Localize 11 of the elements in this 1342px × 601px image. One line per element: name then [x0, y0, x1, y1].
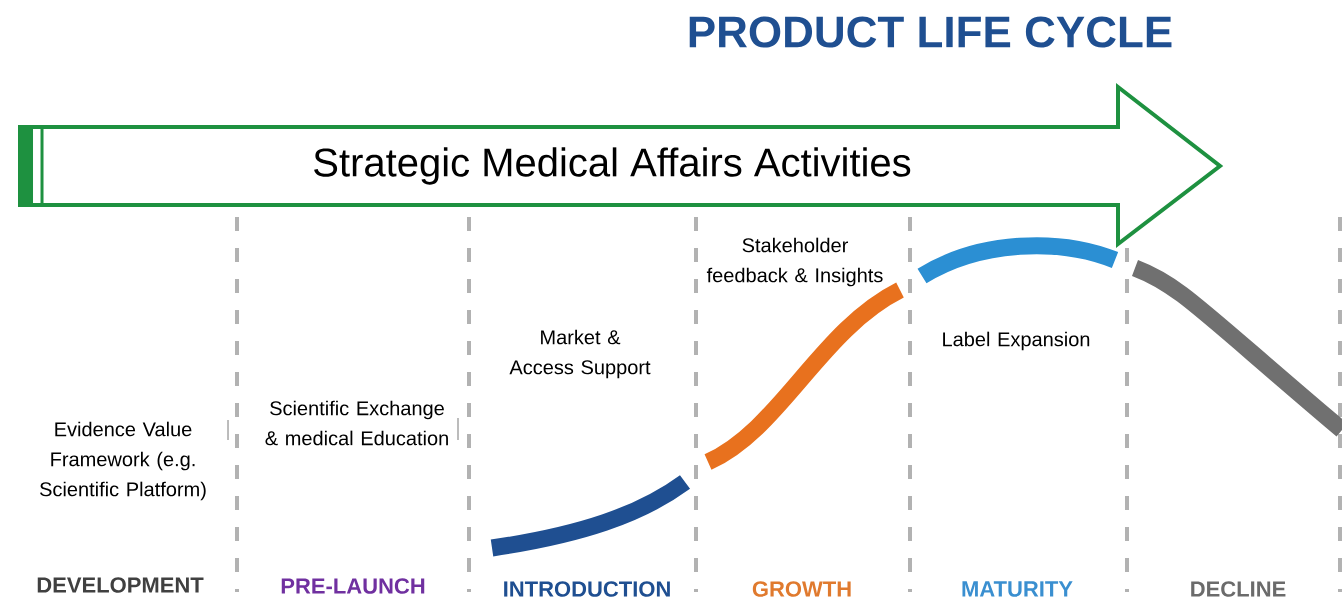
activity-label: Label Expansion [943, 331, 1090, 351]
stage-label: DEVELOPMENT [37, 577, 204, 593]
activity-label: Evidence Value Framework (e.g. Scientific Platform) [40, 421, 206, 501]
stage-label: INTRODUCTION [504, 581, 670, 597]
stage-label: GROWTH [752, 581, 851, 597]
stage-label: DECLINE [1191, 581, 1286, 597]
stage-label: MATURITY [962, 581, 1073, 597]
stage-label: PRE-LAUNCH [281, 578, 425, 594]
activity-label: Market & Access Support [509, 329, 651, 379]
activity-label: Scientific Exchange & medical Education [265, 400, 448, 446]
title: PRODUCT LIFE CYCLE [689, 16, 1172, 48]
